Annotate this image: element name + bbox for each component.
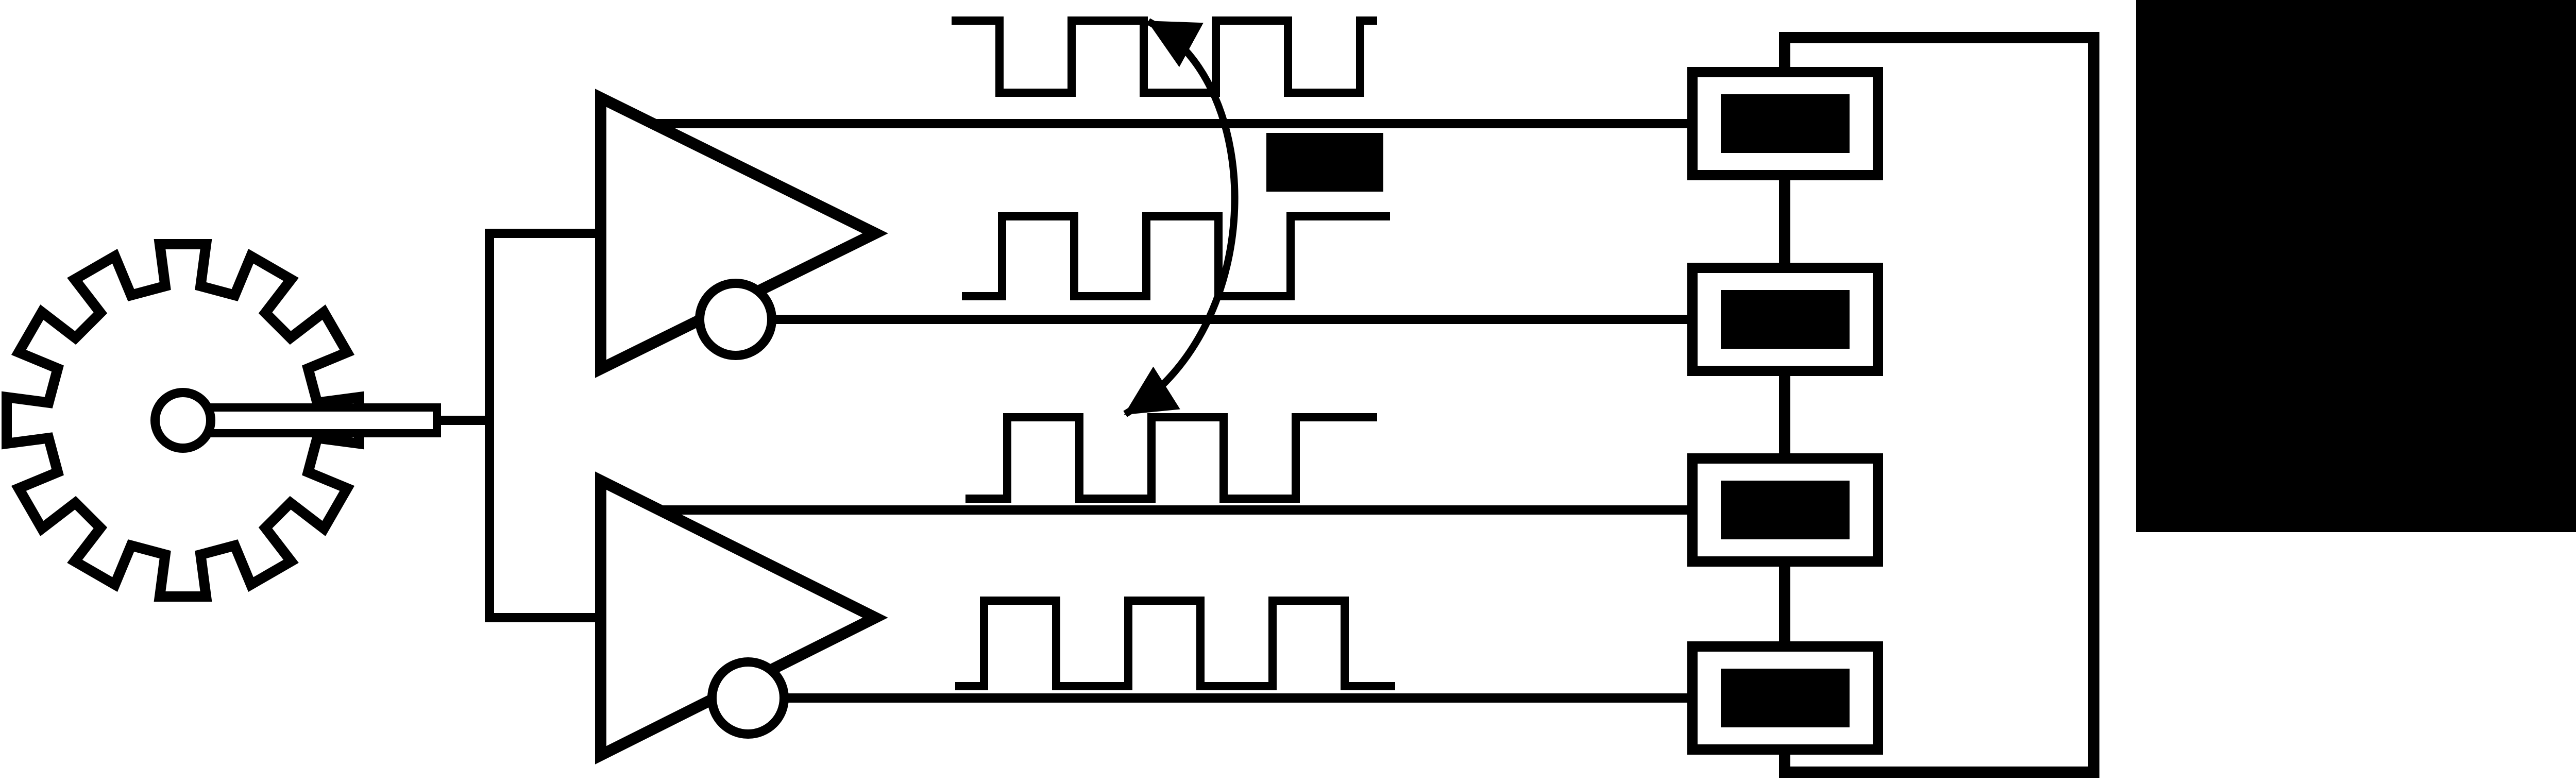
driver-b-inverter-bubble: [707, 657, 789, 739]
driver-a-inverter-bubble: [695, 279, 776, 360]
waveform-channel-b-complement: [955, 597, 1395, 690]
receiver-input-4-pad: [1721, 669, 1850, 727]
encoder-wheel: [2, 239, 441, 602]
receiver-input-4: [1687, 641, 1883, 755]
receiver-input-3: [1687, 453, 1883, 567]
redacted-block: [2136, 0, 2576, 532]
encoder-shaft: [202, 403, 441, 437]
waveform-channel-a-complement: [962, 212, 1390, 300]
receiver-input-2: [1687, 263, 1883, 376]
receiver-input-3-pad: [1721, 481, 1850, 539]
receiver-input-1-pad: [1721, 94, 1850, 153]
receiver-input-2-pad: [1721, 290, 1850, 349]
waveform-channel-b: [965, 413, 1377, 503]
phase-shift-arrow: [1123, 18, 1239, 417]
redacted-label-box: [1266, 133, 1383, 192]
gear-hub: [150, 388, 215, 453]
receiver-input-1: [1687, 67, 1883, 180]
receiver-outline: [1779, 32, 2099, 778]
